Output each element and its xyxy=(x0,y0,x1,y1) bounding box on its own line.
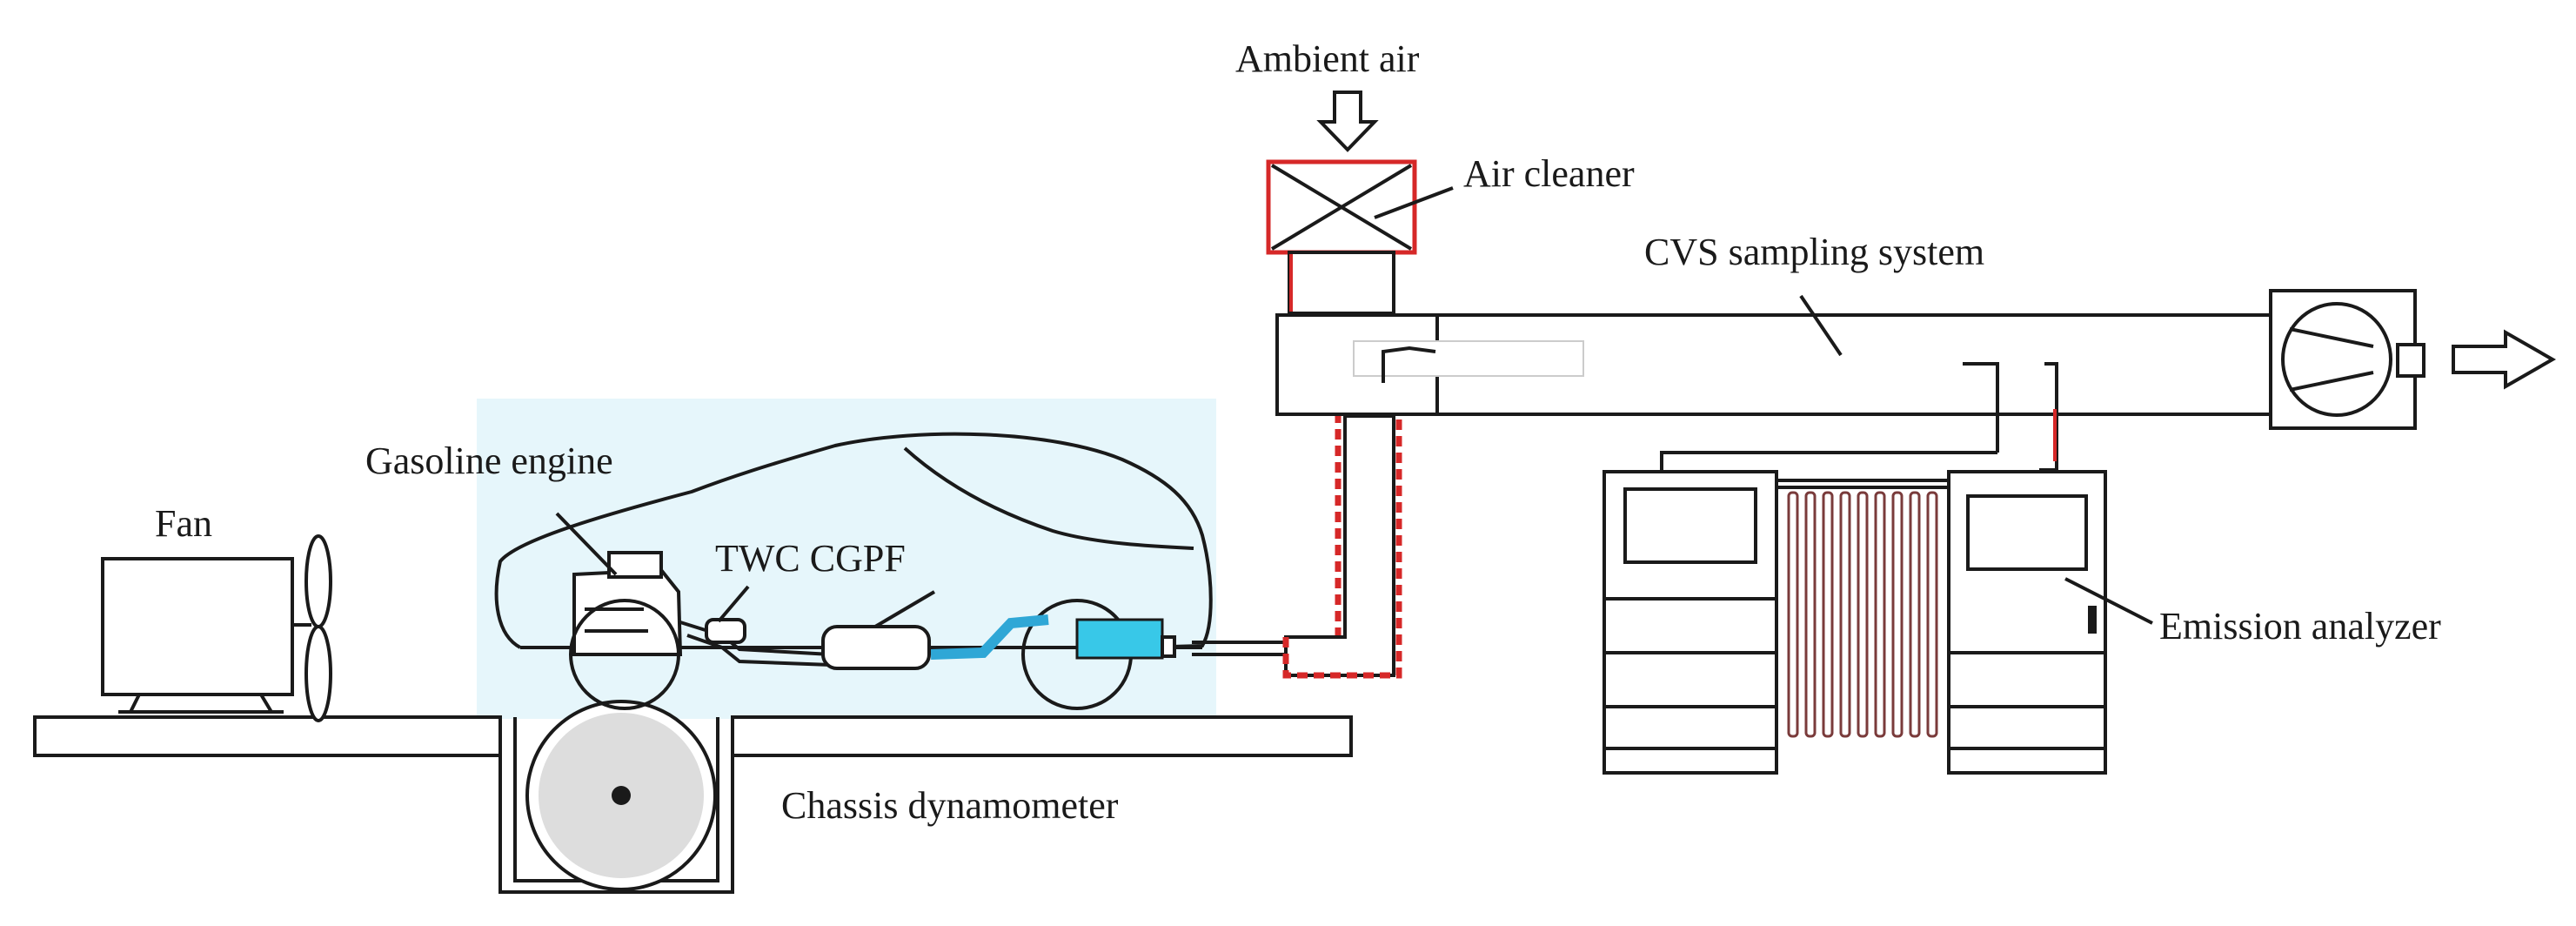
cvs-tunnel xyxy=(1275,313,2274,416)
exhaust-outlet-arrow xyxy=(2452,329,2557,390)
dynamometer-roller xyxy=(525,700,717,891)
transfer-tube xyxy=(1282,413,1402,679)
coil-tube xyxy=(1804,491,1817,738)
coil-tube xyxy=(1839,491,1851,738)
dynamometer-platform xyxy=(33,715,1353,894)
label-fan: Fan xyxy=(155,502,212,545)
analyzer-cabinet-right xyxy=(1947,470,2107,775)
cooling-fan xyxy=(101,534,332,722)
front-wheel xyxy=(569,599,680,710)
coil-tube xyxy=(1822,491,1834,738)
coil-tube xyxy=(1926,491,1938,738)
cgpf-filter xyxy=(821,625,931,670)
air-cleaner xyxy=(1266,159,1417,315)
coil-tube xyxy=(1857,491,1869,738)
leader-lines xyxy=(555,186,2153,628)
gasoline-engine xyxy=(572,551,683,656)
coil-tube xyxy=(1891,491,1904,738)
coil-tube xyxy=(1787,491,1799,738)
coil-tube xyxy=(1874,491,1886,738)
heated-sample-lines xyxy=(1776,486,1949,738)
label-twc-cgpf: TWC CGPF xyxy=(715,537,906,580)
ambient-air-arrow xyxy=(1316,91,1379,152)
label-chassis-dynamometer: Chassis dynamometer xyxy=(781,784,1119,827)
label-cvs-sampling-system: CVS sampling system xyxy=(1644,231,1984,273)
label-ambient-air: Ambient air xyxy=(1235,37,1420,80)
label-gasoline-engine: Gasoline engine xyxy=(365,440,613,482)
analyzer-cabinet-left xyxy=(1602,470,1778,775)
coil-tube xyxy=(1909,491,1921,738)
label-emission-analyzer: Emission analyzer xyxy=(2159,605,2441,648)
tailpipe-end xyxy=(1161,635,1176,658)
label-air-cleaner: Air cleaner xyxy=(1463,152,1635,195)
muffler xyxy=(1075,618,1164,660)
twc-catalyst xyxy=(705,618,746,644)
cvs-blower xyxy=(2269,289,2425,430)
